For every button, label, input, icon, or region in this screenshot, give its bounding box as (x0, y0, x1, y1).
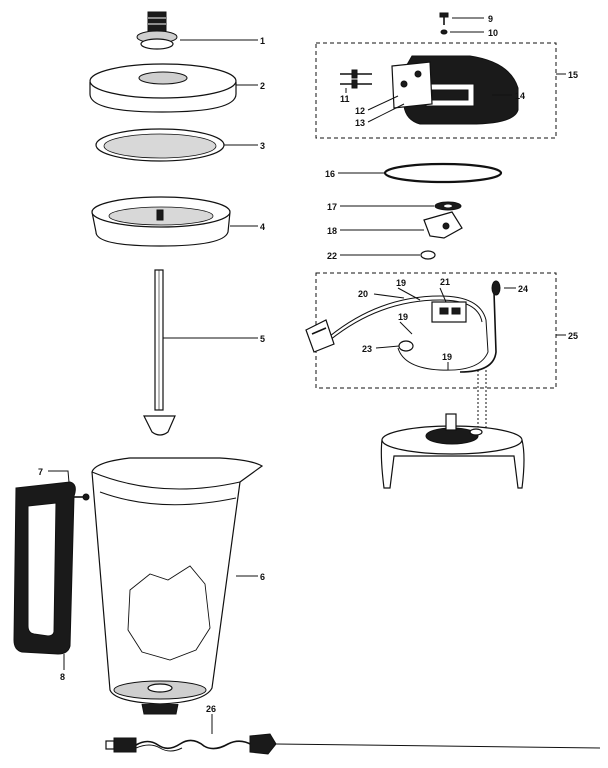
callout-20: 20 (358, 289, 368, 299)
part-16-gasket (383, 162, 503, 184)
callout-10: 10 (488, 28, 498, 38)
callout-25: 25 (568, 331, 578, 341)
part-6-pitcher (91, 457, 264, 715)
callout-19-middle: 19 (398, 312, 408, 322)
part-26-power-cord (105, 733, 601, 755)
callout-2: 2 (260, 81, 265, 91)
callout-16: 16 (325, 169, 335, 179)
callout-26: 26 (206, 704, 216, 714)
part-4-filter-basket (91, 196, 231, 247)
callout-19-top: 19 (396, 278, 406, 288)
callout-8: 8 (60, 672, 65, 682)
part-12-switch-plate (391, 61, 433, 109)
part-15-assembly-box (315, 42, 557, 139)
part-19-wiring (329, 291, 497, 373)
part-24-terminal (491, 280, 501, 296)
callout-15: 15 (568, 70, 578, 80)
callout-24: 24 (518, 284, 528, 294)
callout-13: 13 (355, 118, 365, 128)
part-9-screw (439, 12, 449, 25)
callout-14: 14 (515, 91, 525, 101)
callout-4: 4 (260, 222, 265, 232)
callout-3: 3 (260, 141, 265, 151)
callout-1: 1 (260, 36, 265, 46)
part-2-lid (89, 63, 237, 113)
callout-21: 21 (440, 277, 450, 287)
part-14-motor-housing (403, 55, 519, 125)
part-18-bracket (423, 211, 463, 239)
part-17-disc (434, 201, 462, 211)
part-21-switch (431, 301, 467, 323)
part-3-strainer (95, 128, 225, 162)
callout-22: 22 (327, 251, 337, 261)
callout-11: 11 (340, 94, 350, 104)
motor-base (380, 413, 525, 489)
callout-18: 18 (327, 226, 337, 236)
part-8-handle (13, 481, 76, 655)
callout-7: 7 (38, 467, 43, 477)
part-23-grommet (398, 340, 414, 352)
callout-6: 6 (260, 572, 265, 582)
callout-12: 12 (355, 106, 365, 116)
part-5-stem (143, 269, 176, 436)
part-20-connector (305, 319, 335, 353)
callout-9: 9 (488, 14, 493, 24)
callout-23: 23 (362, 344, 372, 354)
callout-19-bottom: 19 (442, 352, 452, 362)
callout-5: 5 (260, 334, 265, 344)
callout-17: 17 (327, 202, 337, 212)
part-1-lid-cap (136, 11, 178, 50)
part-11-screws (340, 69, 372, 89)
part-22-nut (420, 250, 436, 260)
part-10-washer (440, 29, 448, 35)
part-7-screw (70, 493, 90, 501)
